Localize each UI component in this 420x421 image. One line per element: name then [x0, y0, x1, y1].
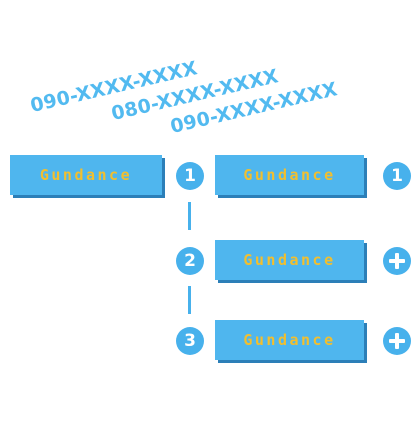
- plus-icon[interactable]: [383, 327, 411, 355]
- plus-icon[interactable]: [383, 247, 411, 275]
- guidance-button-step-2[interactable]: Gundance: [215, 240, 364, 280]
- guidance-button-label: Gundance: [243, 330, 336, 349]
- step-number-badge-3: 3: [176, 327, 204, 355]
- step-1-side-badge: 1: [383, 162, 411, 190]
- step-connector-2: [188, 286, 191, 314]
- guidance-button-label: Gundance: [243, 250, 336, 269]
- step-number-badge-1: 1: [176, 162, 204, 190]
- guidance-button-step-3[interactable]: Gundance: [215, 320, 364, 360]
- guidance-button-label: Gundance: [243, 165, 336, 184]
- guidance-button-label: Gundance: [39, 165, 133, 184]
- step-connector-1: [188, 202, 191, 230]
- guidance-button-step-1[interactable]: Gundance: [215, 155, 364, 195]
- step-number-badge-2: 2: [176, 247, 204, 275]
- guidance-button-left[interactable]: Gundance: [10, 155, 162, 195]
